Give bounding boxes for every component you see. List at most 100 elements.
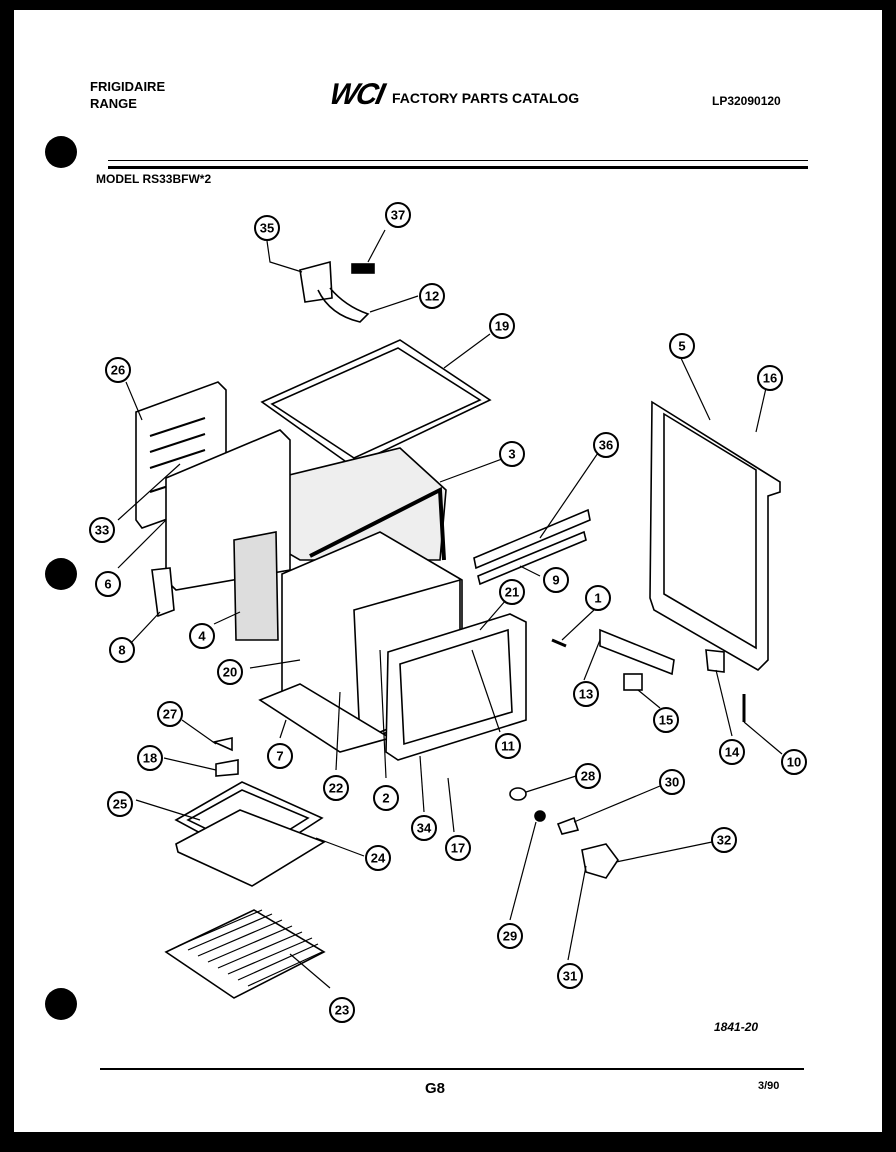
callout-balloon [157,701,183,727]
page-label: G8 [425,1080,446,1097]
callout-24: 24 [365,845,391,871]
callout-number: 21 [505,585,519,600]
header-rule-thin [108,160,808,161]
callout-number: 10 [787,755,801,770]
callout-27: 27 [157,701,183,727]
callout-number: 9 [552,573,559,588]
callout-5: 5 [669,333,695,359]
callout-21: 21 [499,579,525,605]
callout-number: 34 [417,821,432,836]
callout-20: 20 [217,659,243,685]
callout-8: 8 [109,637,135,663]
callout-balloon [385,202,411,228]
callout-number: 18 [143,751,157,766]
callout-number: 13 [579,687,593,702]
callout-17: 17 [445,835,471,861]
callout-balloon [575,763,601,789]
callout-number: 28 [581,769,595,784]
callout-number: 11 [501,739,515,754]
callout-number: 25 [113,797,127,812]
callout-balloon [557,963,583,989]
callout-3: 3 [499,441,525,467]
callout-balloon [669,333,695,359]
callout-number: 6 [104,577,111,592]
callout-36: 36 [593,432,619,458]
callout-1: 1 [585,585,611,611]
callout-4: 4 [189,623,215,649]
callout-34: 34 [411,815,437,841]
model-number: MODEL RS33BFW*2 [96,172,212,186]
callout-balloon [757,365,783,391]
callout-number: 19 [495,319,509,334]
callout-balloon [189,623,215,649]
callout-number: 1 [594,591,601,606]
revision-date: 3/90 [758,1080,780,1092]
callout-14: 14 [719,739,745,765]
callout-balloon [593,432,619,458]
callout-number: 16 [763,371,777,386]
binder-hole-middle [45,558,77,590]
callout-balloon [585,585,611,611]
catalog-number: LP32090120 [712,94,781,108]
callout-22: 22 [323,775,349,801]
callout-balloon [107,791,133,817]
callout-12: 12 [419,283,445,309]
product-type: RANGE [90,96,137,111]
callout-balloon [95,571,121,597]
callout-balloon [495,733,521,759]
callout-balloon [373,785,399,811]
callout-balloon [659,769,685,795]
callout-number: 37 [391,208,405,223]
catalog-title: FACTORY PARTS CATALOG [392,90,580,106]
callout-balloon [411,815,437,841]
part-37-clip [351,263,375,274]
callout-15: 15 [653,707,679,733]
callout-number: 12 [425,289,439,304]
callout-balloon [217,659,243,685]
callout-13: 13 [573,681,599,707]
callout-9: 9 [543,567,569,593]
callout-25: 25 [107,791,133,817]
callout-19: 19 [489,313,515,339]
callout-number: 31 [563,969,577,984]
callout-balloon [653,707,679,733]
callout-balloon [719,739,745,765]
callout-number: 20 [223,665,237,680]
callout-number: 23 [335,1003,349,1018]
callout-balloon [329,997,355,1023]
callout-balloon [365,845,391,871]
callout-balloon [497,923,523,949]
callout-number: 17 [451,841,465,856]
callout-number: 26 [111,363,125,378]
callout-23: 23 [329,997,355,1023]
callout-balloon [445,835,471,861]
callout-number: 5 [678,339,685,354]
callout-number: 30 [665,775,679,790]
callout-balloon [543,567,569,593]
callout-26: 26 [105,357,131,383]
callout-28: 28 [575,763,601,789]
callout-number: 27 [163,707,177,722]
callout-10: 10 [781,749,807,775]
callout-balloon [267,743,293,769]
callout-balloon [254,215,280,241]
binder-hole-bottom [45,988,77,1020]
callout-balloon [105,357,131,383]
callout-balloon [137,745,163,771]
callout-number: 7 [276,749,283,764]
drawing-number: 1841-20 [714,1020,759,1034]
callout-balloon [419,283,445,309]
callout-2: 2 [373,785,399,811]
callout-31: 31 [557,963,583,989]
callout-number: 8 [118,643,125,658]
callout-balloon [89,517,115,543]
callout-balloon [499,579,525,605]
callout-29: 29 [497,923,523,949]
callout-number: 3 [508,447,515,462]
callout-37: 37 [385,202,411,228]
binder-hole-top [45,136,77,168]
callout-number: 14 [725,745,740,760]
callout-number: 24 [371,851,386,866]
callout-30: 30 [659,769,685,795]
